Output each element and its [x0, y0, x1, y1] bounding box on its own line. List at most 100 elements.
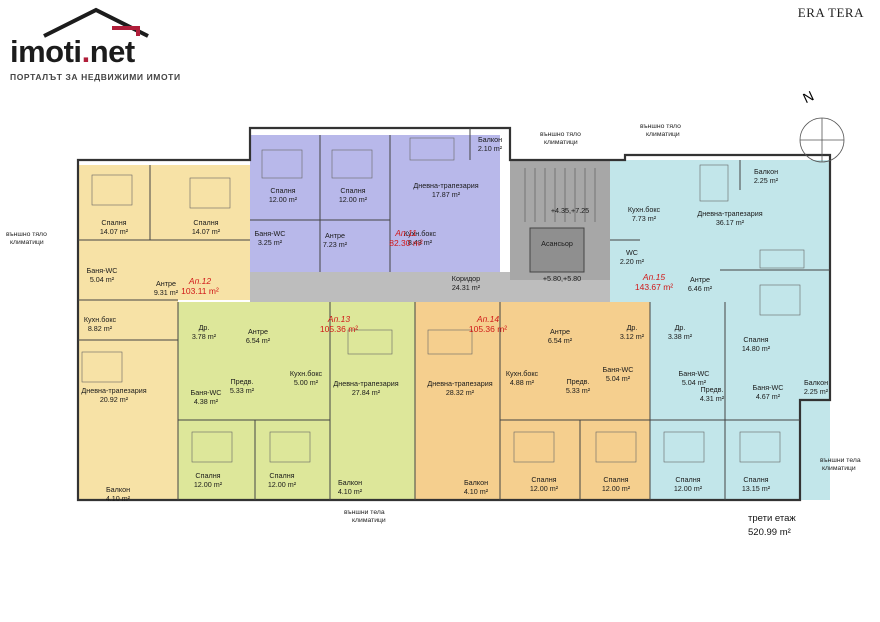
room-area: 5.00 m² [294, 378, 319, 387]
room-area: 6.46 m² [688, 284, 713, 293]
svg-text:климатици: климатици [544, 139, 578, 146]
room-area: 4.38 m² [194, 397, 219, 406]
svg-text:външни тела: външни тела [820, 457, 861, 464]
room-area: 4.67 m² [756, 392, 781, 401]
room-area: 3.78 m² [192, 332, 217, 341]
brand-name: ERA TERA [797, 5, 864, 20]
stairs [524, 168, 596, 222]
svg-text:климатици: климатици [352, 517, 386, 524]
room-name: Баня-WC [753, 383, 784, 392]
room-label: Баня-WC5.04 m² [603, 365, 634, 383]
room-name: Антре [325, 231, 345, 240]
floor-name: трети етаж [748, 513, 796, 524]
room-area: 14.07 m² [192, 227, 221, 236]
room-label: Баня-WC5.04 m² [87, 266, 118, 284]
room-name: Дневна-трапезария [697, 209, 762, 218]
room-label: +4.35,+7.25 [551, 206, 589, 215]
svg-text:климатици: климатици [822, 465, 856, 472]
room-area: 7.73 m² [632, 214, 657, 223]
apartment-id: Ап.14 [476, 314, 499, 324]
room-name: Баня-WC [679, 369, 710, 378]
ac-note-top-center: външно тяло климатици [540, 131, 581, 146]
room-area: 6.54 m² [246, 336, 271, 345]
room-name: Спалня [101, 218, 126, 227]
apartment-15-zone [610, 160, 830, 500]
room-name: Баня-WC [255, 229, 286, 238]
apartment-id: Ап.13 [327, 314, 350, 324]
svg-text:климатици: климатици [10, 239, 44, 246]
room-name: Предв. [700, 385, 723, 394]
room-name: Коридор [452, 274, 480, 283]
room-area: 13.15 m² [742, 484, 771, 493]
room-area: 4.10 m² [464, 487, 489, 496]
room-name: Балкон [804, 378, 828, 387]
svg-text:климатици: климатици [646, 131, 680, 138]
room-area: 24.31 m² [452, 283, 481, 292]
room-area: 20.92 m² [100, 395, 129, 404]
apartment-13-zone [178, 302, 415, 500]
room-area: 4.10 m² [338, 487, 363, 496]
ac-note-right: външни тела климатици [820, 457, 861, 472]
room-name: Асансьор [541, 239, 573, 248]
room-label: Др.3.78 m² [192, 323, 217, 341]
room-name: Др. [627, 323, 638, 332]
apartment-id: Ап.11 [394, 228, 417, 238]
room-area: 12.00 m² [602, 484, 631, 493]
room-name: Спалня [193, 218, 218, 227]
room-name: Дневна-трапезария [427, 379, 492, 388]
room-name: Спалня [603, 475, 628, 484]
apartment-area: 105.36 m² [469, 324, 507, 334]
room-name: Др. [199, 323, 210, 332]
svg-text:външни тела: външни тела [344, 509, 385, 516]
room-area: 14.07 m² [100, 227, 129, 236]
interior-walls [78, 128, 830, 500]
room-area: 2.10 m² [478, 144, 503, 153]
room-name: Баня-WC [603, 365, 634, 374]
room-area: 4.88 m² [510, 378, 535, 387]
room-area: 8.43 m² [408, 238, 433, 247]
room-name: Балкон [754, 167, 778, 176]
room-area: 2.25 m² [804, 387, 829, 396]
room-label: Баня-WC5.04 m² [679, 369, 710, 387]
room-name: Спалня [195, 471, 220, 480]
svg-text:външно тяло: външно тяло [540, 131, 581, 138]
room-name: Балкон [478, 135, 502, 144]
apartment-area: 143.67 m² [635, 282, 673, 292]
room-area: 2.20 m² [620, 257, 645, 266]
apartment-id: Ап.15 [642, 272, 665, 282]
room-name: Спалня [743, 475, 768, 484]
room-name: Антре [690, 275, 710, 284]
room-name: Спалня [675, 475, 700, 484]
room-label: Баня-WC4.38 m² [191, 388, 222, 406]
room-name: Баня-WC [191, 388, 222, 397]
elevator-shaft [529, 227, 585, 273]
compass-north-label: N [800, 87, 816, 106]
room-area: 4.31 m² [700, 394, 725, 403]
room-area: 14.80 m² [742, 344, 771, 353]
room-label: Баня-WC3.25 m² [255, 229, 286, 247]
room-name: Дневна-трапезария [333, 379, 398, 388]
ac-note-bottom: външни тела климатици [344, 509, 386, 524]
